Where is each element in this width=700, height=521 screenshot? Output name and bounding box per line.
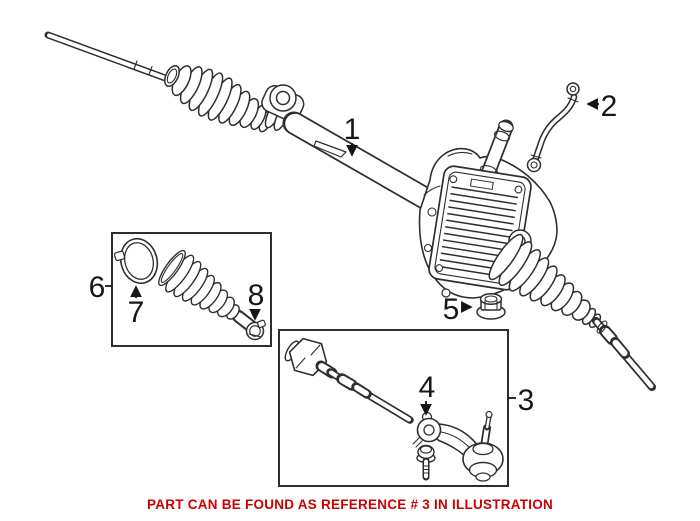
ref-label-2: 2 — [601, 90, 618, 123]
tie-rod-box — [278, 329, 509, 487]
cooling-fins — [438, 186, 518, 278]
inner-tie-rod — [284, 337, 414, 424]
left-bellows-boot — [164, 64, 274, 133]
ref-label-4: 4 — [419, 371, 436, 404]
boot-clamp-ring — [113, 237, 159, 285]
callout-ref1: 1 — [344, 113, 361, 157]
clamp-bolt — [416, 444, 436, 481]
kit-bellows-boot — [158, 249, 259, 334]
ref-label-8: 8 — [248, 279, 265, 312]
callout-ref8: 8 — [248, 279, 265, 321]
right-tie-rod-shaft — [592, 317, 656, 391]
ref-label-5: 5 — [443, 293, 460, 326]
right-bellows-boot — [488, 233, 602, 329]
callout-ref6: 6 — [89, 271, 112, 304]
reference-caption: PART CAN BE FOUND AS REFERENCE # 3 IN IL… — [146, 497, 554, 512]
ref-label-3: 3 — [518, 384, 535, 417]
tie-rod-frame — [278, 329, 509, 487]
flange-nut — [476, 293, 506, 320]
callout-ref2: 2 — [586, 90, 618, 123]
ref-label-7: 7 — [128, 296, 145, 329]
rack-tube — [282, 111, 461, 224]
ground-strap — [526, 82, 580, 173]
small-boot-clamp — [245, 319, 266, 341]
callout-ref5: 5 — [443, 293, 473, 326]
boot-kit-frame — [111, 232, 272, 347]
ref-label-1: 1 — [344, 113, 361, 146]
steering-gear-assembly — [44, 31, 656, 391]
steering-input-shaft — [479, 119, 514, 184]
left-tie-rod-shaft — [44, 31, 172, 83]
callout-ref7: 7 — [128, 285, 145, 329]
ref-label-6: 6 — [89, 271, 106, 304]
callout-ref4: 4 — [419, 371, 436, 416]
callout-ref3: 3 — [508, 384, 534, 417]
boot-kit-box — [111, 232, 272, 347]
